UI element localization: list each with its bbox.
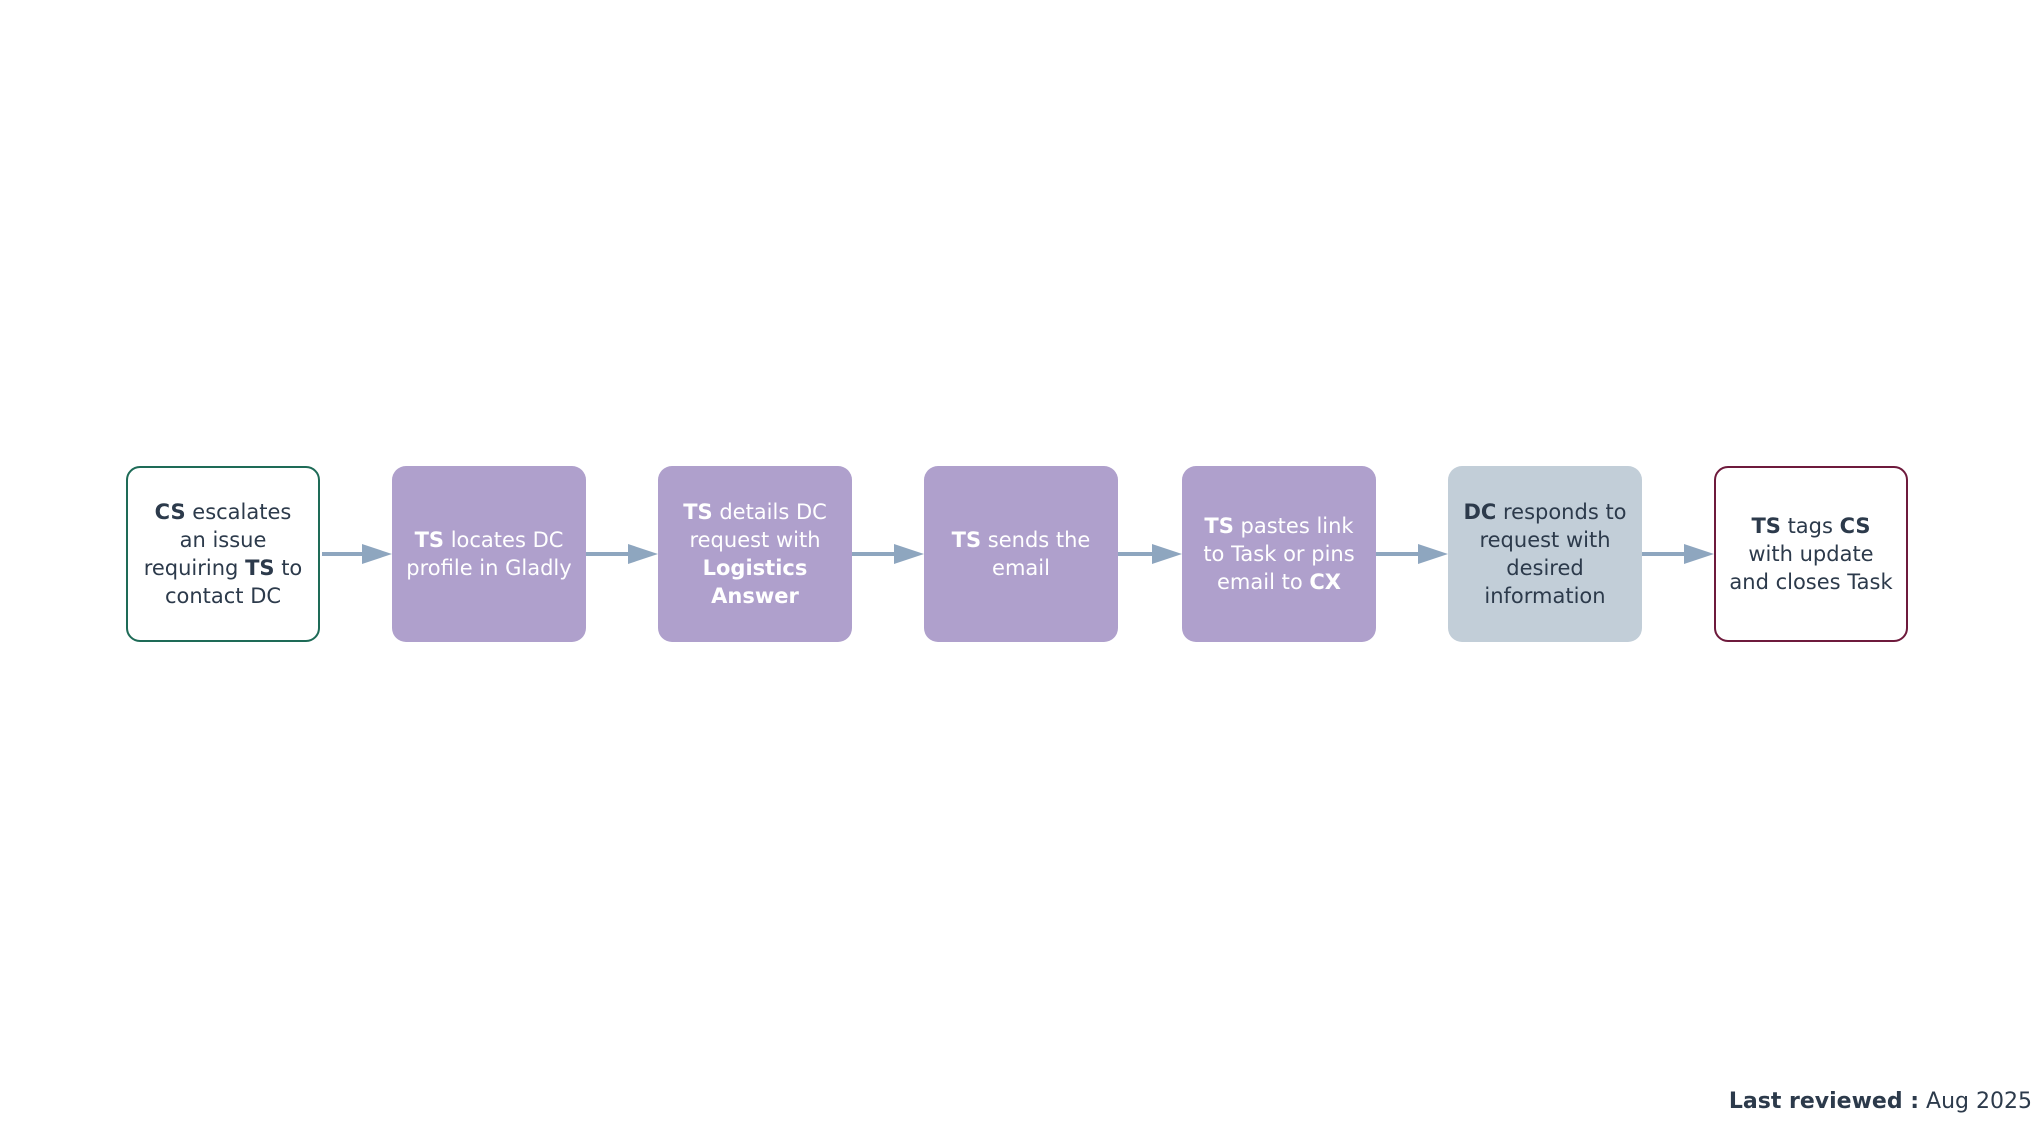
step-1-role-cs: CS — [154, 500, 186, 524]
step-4-text-a: sends the email — [981, 528, 1091, 580]
arrow-4 — [1118, 544, 1182, 564]
last-reviewed-date: Aug 2025 — [1926, 1089, 2032, 1114]
arrow-5 — [1376, 544, 1448, 564]
step-5-text-a: pastes link to Task or pins email to — [1203, 514, 1355, 594]
step-3-text-a: details DC request with — [689, 500, 827, 552]
step-ts-sends-email: TS sends the email — [924, 466, 1118, 642]
step-3-logistics-answer: Logistics Answer — [702, 556, 808, 608]
step-7-role-ts: TS — [1751, 514, 1781, 538]
step-2-text-a: locates DC profile in Gladly — [406, 528, 572, 580]
step-4-role-ts: TS — [951, 528, 982, 552]
arrow-1 — [322, 544, 392, 564]
step-3-role-ts: TS — [683, 500, 713, 524]
step-2-role-ts: TS — [414, 528, 445, 552]
step-5-role-cx: CX — [1309, 570, 1341, 594]
last-reviewed-footer: Last reviewed : Aug 2025 — [1729, 1089, 2032, 1114]
step-dc-responds: DC responds to request with desired info… — [1448, 466, 1642, 642]
step-ts-pastes-link: TS pastes link to Task or pins email to … — [1182, 466, 1376, 642]
step-6-role-dc: DC — [1463, 500, 1497, 524]
step-7-role-cs: CS — [1839, 514, 1871, 538]
step-ts-details-request: TS details DC request with Logistics Ans… — [658, 466, 852, 642]
step-6-text-a: responds to request with desired informa… — [1479, 500, 1627, 608]
step-cs-escalates: CS escalates an issue requiring TS to co… — [126, 466, 320, 642]
step-ts-tags-cs: TS tags CS with update and closes Task — [1714, 466, 1908, 642]
step-4-text: TS sends the email — [936, 526, 1106, 582]
step-7-text-a: tags — [1780, 514, 1840, 538]
last-reviewed-label: Last reviewed : — [1728, 1089, 1920, 1114]
step-7-text: TS tags CS with update and closes Task — [1728, 512, 1894, 596]
step-1-text: CS escalates an issue requiring TS to co… — [140, 498, 306, 610]
step-1-text-b: to contact DC — [164, 556, 303, 608]
step-7-text-b: with update and closes Task — [1729, 542, 1893, 594]
step-ts-locates-profile: TS locates DC profile in Gladly — [392, 466, 586, 642]
step-5-role-ts: TS — [1204, 514, 1234, 538]
step-1-text-a: escalates an issue requiring — [143, 500, 292, 580]
step-5-text: TS pastes link to Task or pins email to … — [1194, 512, 1364, 596]
step-1-role-ts: TS — [245, 556, 275, 580]
step-6-text: DC responds to request with desired info… — [1460, 498, 1630, 610]
step-3-text: TS details DC request with Logistics Ans… — [670, 498, 840, 610]
step-2-text: TS locates DC profile in Gladly — [404, 526, 574, 582]
arrow-6 — [1642, 544, 1714, 564]
arrow-2 — [586, 544, 658, 564]
arrow-3 — [852, 544, 924, 564]
